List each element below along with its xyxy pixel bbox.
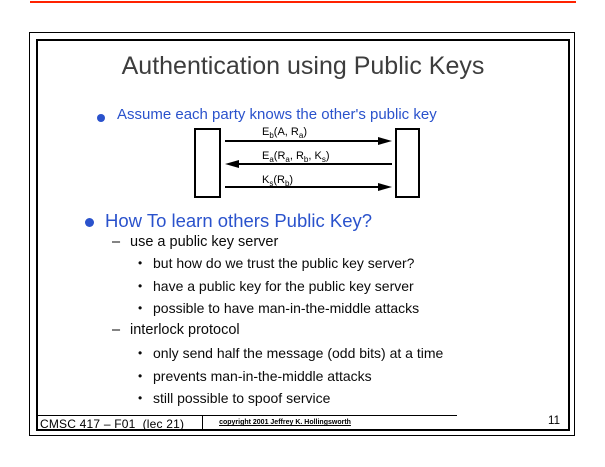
list-item: • possible to have man-in-the-middle atta…: [138, 300, 419, 316]
message-label-3: Ks(Rb): [262, 174, 294, 188]
dot-bullet-icon: •: [138, 369, 143, 383]
list-item: • only send half the message (odd bits) a…: [138, 345, 443, 361]
dot-bullet-icon: •: [138, 391, 143, 405]
slide-border-outer: [29, 32, 575, 436]
list-item: –use a public key server: [112, 234, 278, 250]
message-label-1: Eb(A, Ra): [262, 126, 307, 140]
list-item-text: prevents man-in-the-middle attacks: [153, 368, 372, 384]
list-item-text: interlock protocol: [130, 322, 240, 338]
message-label-2: Ea(Ra, Rb, Ks): [262, 150, 330, 164]
arrow-head-left-icon: [225, 160, 239, 168]
arrow-head-right-icon: [378, 137, 392, 145]
list-item: • still possible to spoof service: [138, 390, 330, 406]
slide-border-inner: [36, 39, 570, 431]
list-item: –interlock protocol: [112, 322, 240, 338]
page-title: Authentication using Public Keys: [121, 52, 485, 80]
dot-bullet-icon: •: [138, 256, 143, 270]
dot-bullet-icon: •: [138, 301, 143, 315]
footer-cell-divider: [202, 415, 203, 429]
list-item-text: only send half the message (odd bits) at…: [153, 345, 444, 361]
footer-copyright: copyright 2001 Jeffrey K. Hollingsworth: [219, 419, 351, 426]
party-box-left: [194, 128, 221, 198]
list-item: • prevents man-in-the-middle attacks: [138, 368, 372, 384]
page-number: 11: [548, 415, 560, 427]
list-item-text: but how do we trust the public key serve…: [153, 255, 415, 271]
message-arrow-3: [225, 186, 379, 188]
bullet-text-assume: Assume each party knows the other's publ…: [117, 106, 437, 123]
dash-bullet-icon: –: [112, 234, 121, 250]
bullet-icon: [97, 114, 105, 122]
list-item-text: possible to have man-in-the-middle attac…: [153, 300, 420, 316]
list-item: • but how do we trust the public key serv…: [138, 255, 414, 271]
list-item: • have a public key for the public key se…: [138, 278, 414, 294]
list-item-text: have a public key for the public key ser…: [153, 278, 414, 294]
dash-bullet-icon: –: [112, 322, 121, 338]
footer-course-label: CMSC 417 – F01 (lec 21): [40, 417, 185, 431]
bullet-text-how-to: How To learn others Public Key?: [105, 210, 373, 231]
party-box-right: [395, 128, 420, 198]
arrow-head-right-icon: [378, 183, 392, 191]
list-item-text: use a public key server: [130, 234, 279, 250]
dot-bullet-icon: •: [138, 346, 143, 360]
dot-bullet-icon: •: [138, 279, 143, 293]
message-arrow-1: [225, 140, 379, 142]
message-arrow-2: [239, 163, 392, 165]
bullet-icon: [85, 218, 94, 227]
list-item-text: still possible to spoof service: [153, 390, 331, 406]
top-red-line: [30, 1, 576, 3]
footer-rule: [38, 415, 457, 416]
